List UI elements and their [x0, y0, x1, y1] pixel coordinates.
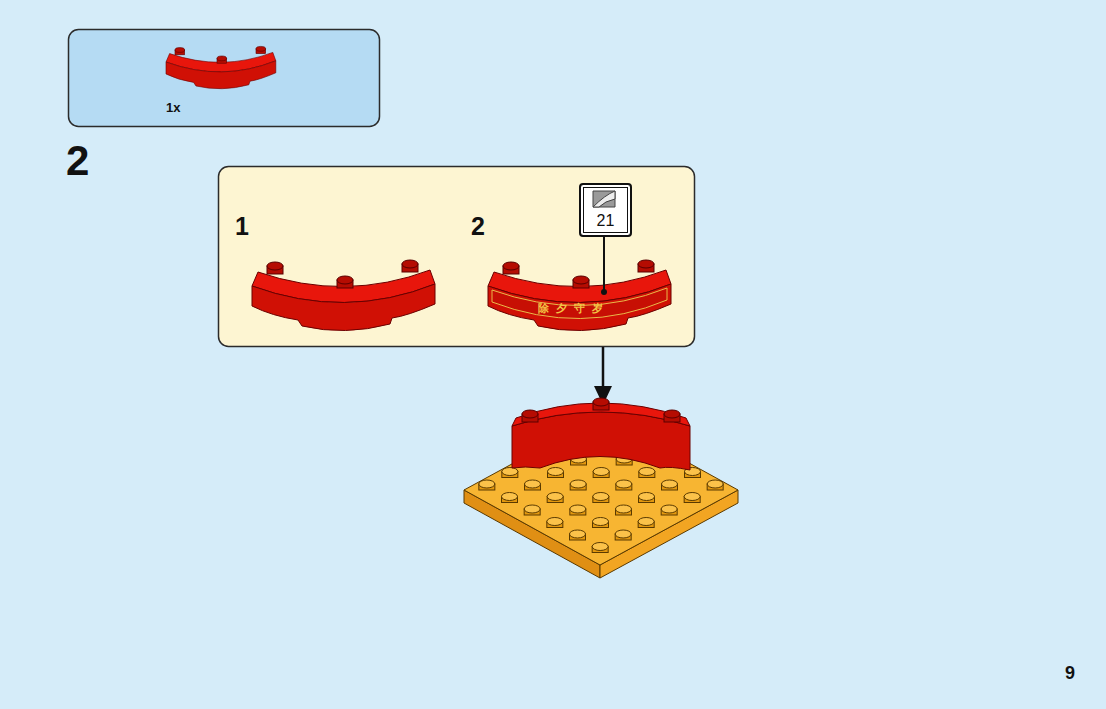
- sticker-text: 除夕守岁: [538, 302, 610, 314]
- placed-brick: [512, 398, 690, 470]
- substep-number: 1: [235, 212, 249, 241]
- substep-number: 2: [471, 212, 485, 241]
- part-count: 1x: [166, 100, 180, 115]
- step-arrow-head: [594, 386, 612, 405]
- sticker-callout: 21: [579, 183, 632, 237]
- parts-list-box: 1x: [68, 29, 380, 127]
- step-arrow: [602, 347, 605, 388]
- leader-dot: [601, 289, 607, 295]
- step-number: 2: [66, 138, 89, 184]
- sticker-band: [492, 288, 667, 319]
- curved-brick: [488, 260, 671, 331]
- leader-line: [603, 237, 605, 291]
- curved-brick: [166, 46, 276, 88]
- sticker-icon: [581, 185, 630, 215]
- curved-brick: [252, 260, 435, 331]
- sticker-number: 21: [597, 212, 615, 230]
- parts-panel-bg: [69, 30, 380, 127]
- page-number: 9: [1065, 664, 1075, 684]
- substep-panel-bg: [219, 167, 695, 347]
- substep-panel: 1 2 21: [218, 166, 695, 347]
